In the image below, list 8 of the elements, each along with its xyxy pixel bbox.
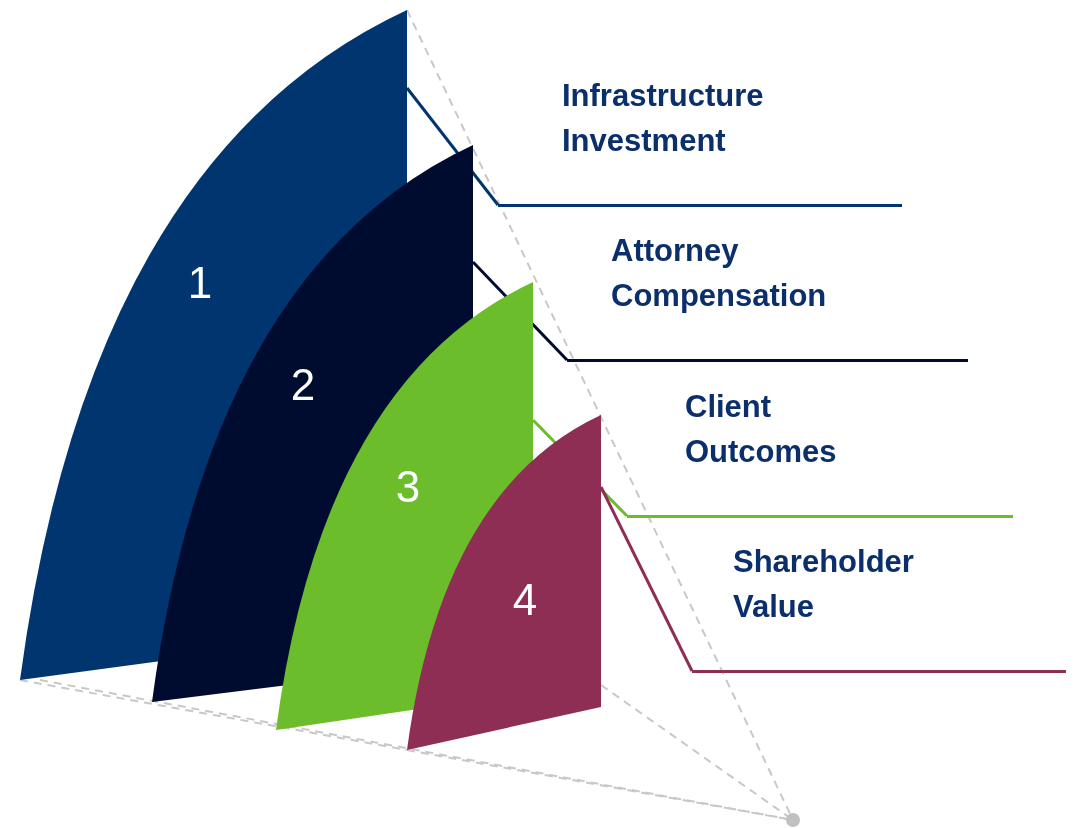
label-text: Shareholder Value <box>733 542 915 626</box>
step-number: 3 <box>395 465 421 509</box>
label-text: Infrastructure Investment <box>562 76 765 160</box>
step-number: 2 <box>290 363 316 407</box>
step-number: 1 <box>187 261 213 305</box>
label-text: Attorney Compensation <box>611 231 828 315</box>
step-number: 4 <box>512 578 538 622</box>
label-text: Client Outcomes <box>685 387 838 471</box>
